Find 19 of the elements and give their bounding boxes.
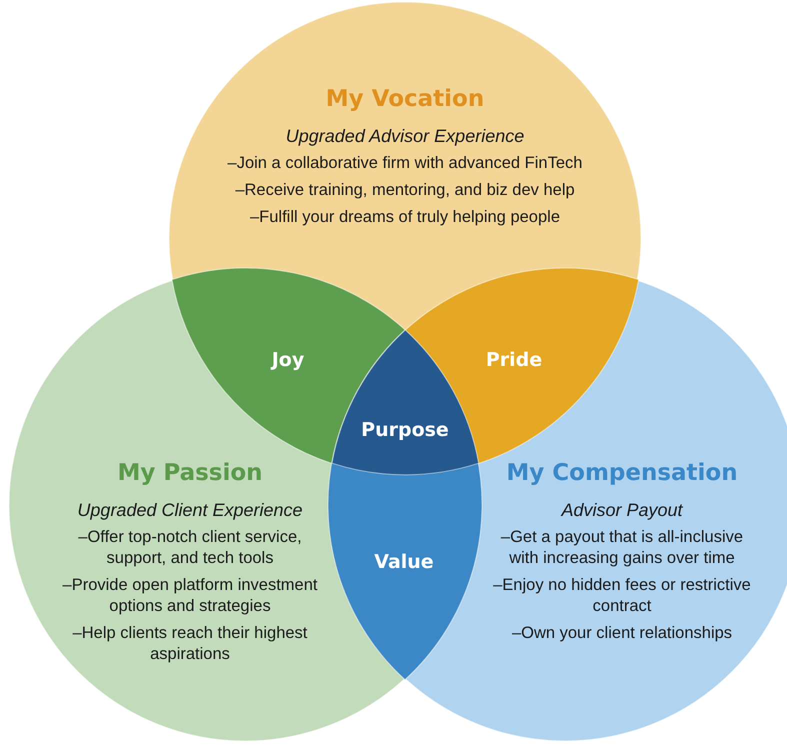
region-label: Value: [374, 550, 434, 573]
circle-subtitle: Upgraded Advisor Experience: [284, 126, 526, 147]
bullet-point: –Offer top-notch client service, support, and tech tools: [77, 527, 303, 569]
bullet-point: –Own your client relationships: [510, 623, 734, 644]
bullet-point: –Help clients reach their highest aspirations: [72, 623, 308, 665]
bullet-point: –Fulfill your dreams of truly helping people: [249, 207, 561, 228]
circle-heading: My Compensation: [505, 460, 739, 486]
bullet-point: –Provide open platform investment options and strategies: [62, 575, 318, 617]
bullet-point: –Join a collaborative firm with advanced FinTech: [226, 153, 584, 174]
region-label: Joy: [272, 348, 304, 371]
bullet-point: –Get a payout that is all-inclusive with increasing gains over time: [500, 527, 744, 569]
region-label: Pride: [486, 348, 542, 371]
circle-subtitle: Upgraded Client Experience: [76, 500, 304, 521]
region-label: Purpose: [361, 418, 449, 441]
circle-heading: My Vocation: [324, 86, 486, 112]
circle-subtitle: Advisor Payout: [560, 500, 684, 521]
bullet-point: –Enjoy no hidden fees or restrictive contract: [492, 575, 752, 617]
bullet-point: –Receive training, mentoring, and biz dev help: [234, 180, 576, 201]
circle-heading: My Passion: [116, 460, 264, 486]
